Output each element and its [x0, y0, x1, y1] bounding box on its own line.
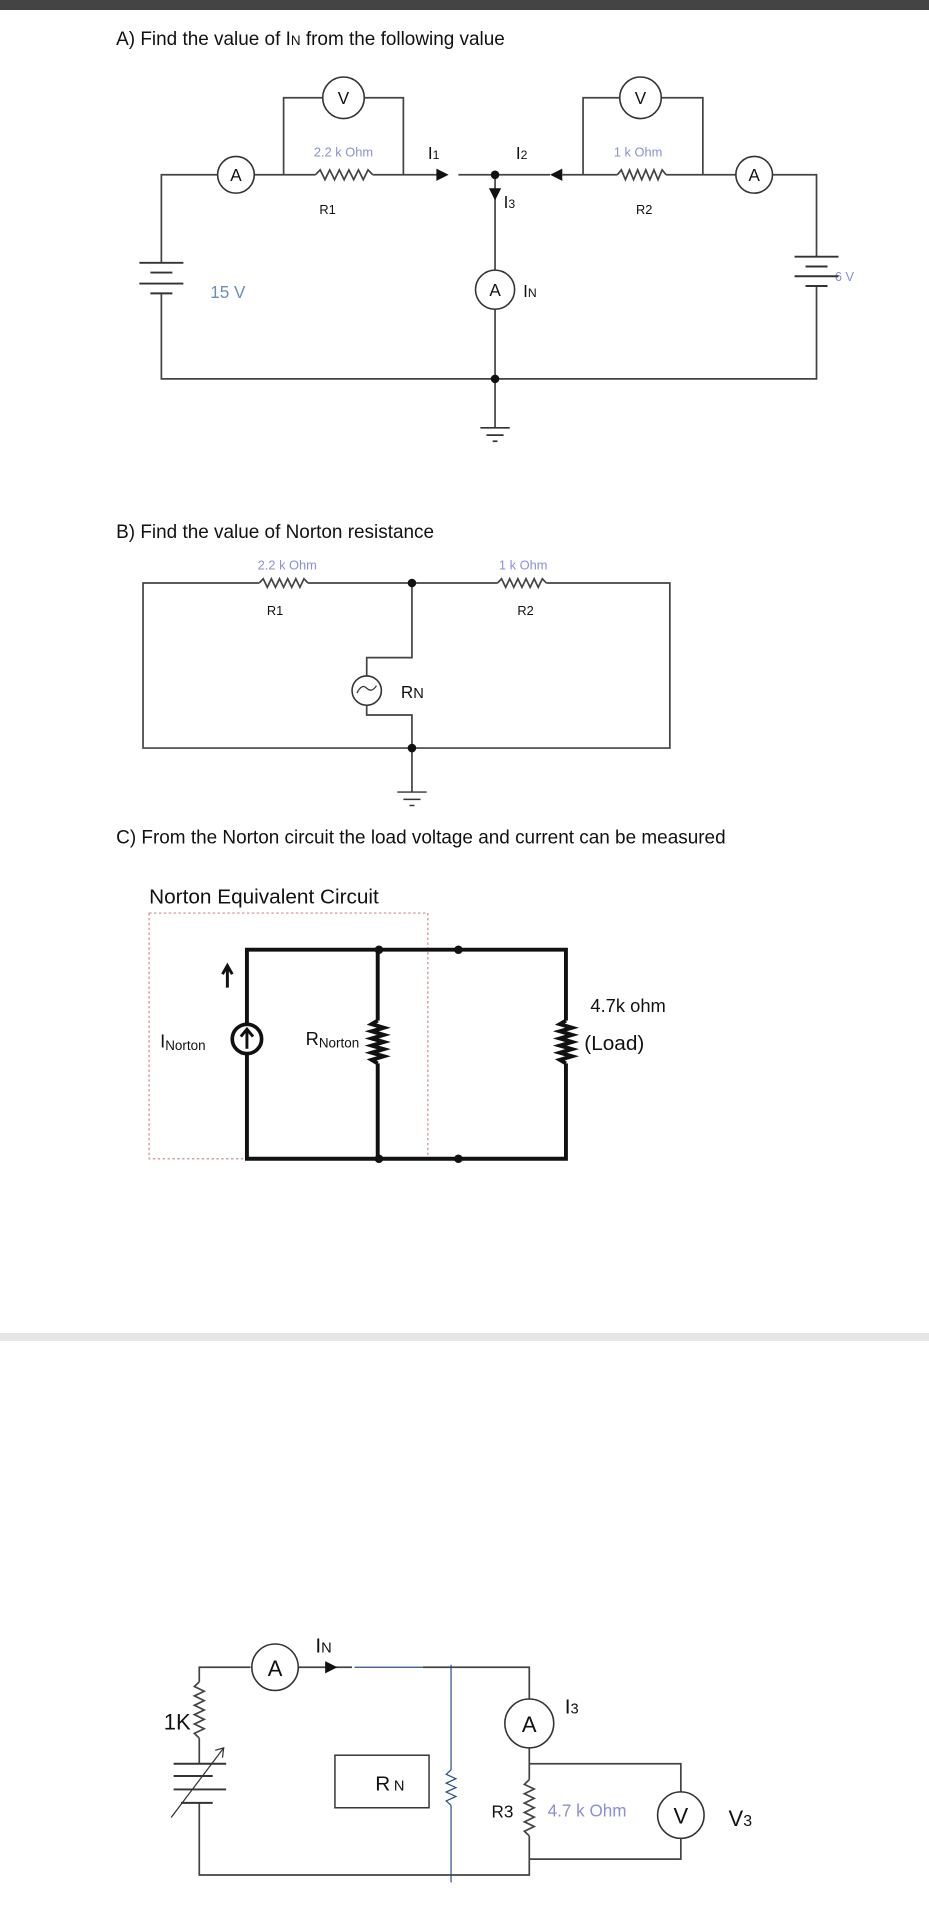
wire-branch	[365, 583, 413, 793]
ammeter-in-label: A	[268, 1656, 283, 1681]
r3-label: R3	[492, 1803, 514, 1822]
load-value: 4.7k ohm	[590, 995, 665, 1016]
ammeter-left-label: A	[230, 166, 242, 185]
wire-top	[160, 173, 818, 263]
norton-diagram-title: Norton Equivalent Circuit	[149, 885, 379, 908]
resistor-1k	[192, 1681, 207, 1739]
norton-equivalent-boundary	[148, 912, 429, 1160]
current-direction-arrow-icon	[221, 962, 234, 988]
node	[454, 945, 463, 954]
section-divider	[0, 1333, 929, 1341]
ammeter-in	[251, 1643, 300, 1692]
variable-battery-icon	[170, 1747, 227, 1818]
battery-right	[794, 255, 839, 287]
r2-label: R2	[517, 603, 533, 618]
ammeter-i3-label: A	[522, 1712, 537, 1737]
resistor-r2	[616, 167, 667, 182]
ground-icon	[397, 791, 427, 807]
current-arrow-i2	[550, 168, 563, 181]
voltmeter-leads	[529, 1762, 682, 1860]
i3-label: I3	[565, 1696, 579, 1719]
source-resistor-label: 1K	[164, 1710, 191, 1735]
section-c: C) From the Norton circuit the load volt…	[116, 827, 726, 1164]
r1-label: R1	[267, 603, 283, 618]
v3-label: V3	[729, 1806, 753, 1831]
i3-label: I3	[504, 193, 516, 212]
sine-wave-icon	[356, 685, 378, 694]
rn-box	[334, 1754, 430, 1809]
resistor-r3	[522, 1779, 537, 1837]
ammeter-left	[216, 155, 256, 194]
resistor-load	[552, 1018, 580, 1066]
current-arrow-in	[325, 1661, 338, 1674]
r2-value: 1 k Ohm	[614, 144, 662, 159]
i2-label: I2	[516, 144, 528, 163]
source-right-voltage: 6 V	[835, 269, 855, 284]
voltmeter-r2-label: V	[635, 89, 647, 108]
wire-loop	[142, 582, 671, 749]
voltmeter-r2	[618, 76, 663, 120]
r3-value: 4.7 k Ohm	[548, 1801, 627, 1820]
resistor-rn-probe	[444, 1769, 458, 1806]
in-label: IN	[315, 1635, 331, 1658]
in-label: IN	[523, 282, 537, 301]
node	[454, 1154, 463, 1164]
source-left-voltage: 15 V	[210, 283, 246, 302]
voltmeter-r1-leads	[282, 96, 405, 175]
node	[407, 578, 417, 588]
node	[490, 170, 500, 180]
voltmeter-r1	[321, 76, 366, 120]
load-label: (Load)	[584, 1032, 644, 1055]
r2-value: 1 k Ohm	[499, 558, 547, 573]
section-c-title: C) From the Norton circuit the load volt…	[116, 827, 725, 848]
voltmeter-v3-label: V	[674, 1804, 689, 1829]
arrow-up-icon	[239, 1026, 255, 1049]
voltmeter-v3	[656, 1791, 705, 1840]
ground-icon	[480, 426, 510, 443]
r1-value: 2.2 k Ohm	[258, 558, 317, 573]
r-norton-label: RNorton	[306, 1028, 360, 1050]
ammeter-right-label: A	[748, 166, 760, 185]
i-norton-label: INorton	[160, 1031, 205, 1053]
ohmmeter-icon	[351, 675, 383, 707]
section-b: B) Find the value of Norton resistance 2…	[116, 522, 671, 807]
norton-wires	[244, 947, 568, 1161]
rn-label: RN	[401, 683, 424, 702]
section-b-title: B) Find the value of Norton resistance	[116, 522, 434, 543]
node	[407, 743, 417, 753]
ammeter-i3	[504, 1698, 555, 1749]
voltmeter-r1-label: V	[338, 89, 350, 108]
r2-label: R2	[636, 202, 652, 217]
section-a: A) Find the value of IN from the followi…	[116, 29, 855, 443]
top-bar	[0, 0, 929, 10]
voltmeter-r2-leads	[582, 96, 704, 175]
current-arrow-i1	[436, 168, 449, 181]
node	[374, 1154, 384, 1164]
node	[490, 374, 500, 384]
resistor-r1	[314, 167, 374, 182]
resistor-r1	[258, 576, 309, 590]
node	[374, 945, 384, 954]
wire-bottom	[160, 286, 818, 380]
r1-label: R1	[319, 202, 335, 217]
ammeter-right	[735, 155, 774, 194]
battery-left	[139, 261, 184, 295]
i1-label: I1	[428, 144, 440, 163]
r1-value: 2.2 k Ohm	[314, 144, 373, 159]
ammeter-center	[474, 269, 516, 311]
resistor-r2	[496, 576, 548, 590]
section-a-title: A) Find the value of IN from the followi…	[116, 29, 505, 50]
current-arrow-i3	[488, 188, 502, 201]
probe-wire	[354, 1664, 452, 1883]
ammeter-center-label: A	[489, 281, 501, 300]
resistor-r-norton	[364, 1018, 391, 1066]
